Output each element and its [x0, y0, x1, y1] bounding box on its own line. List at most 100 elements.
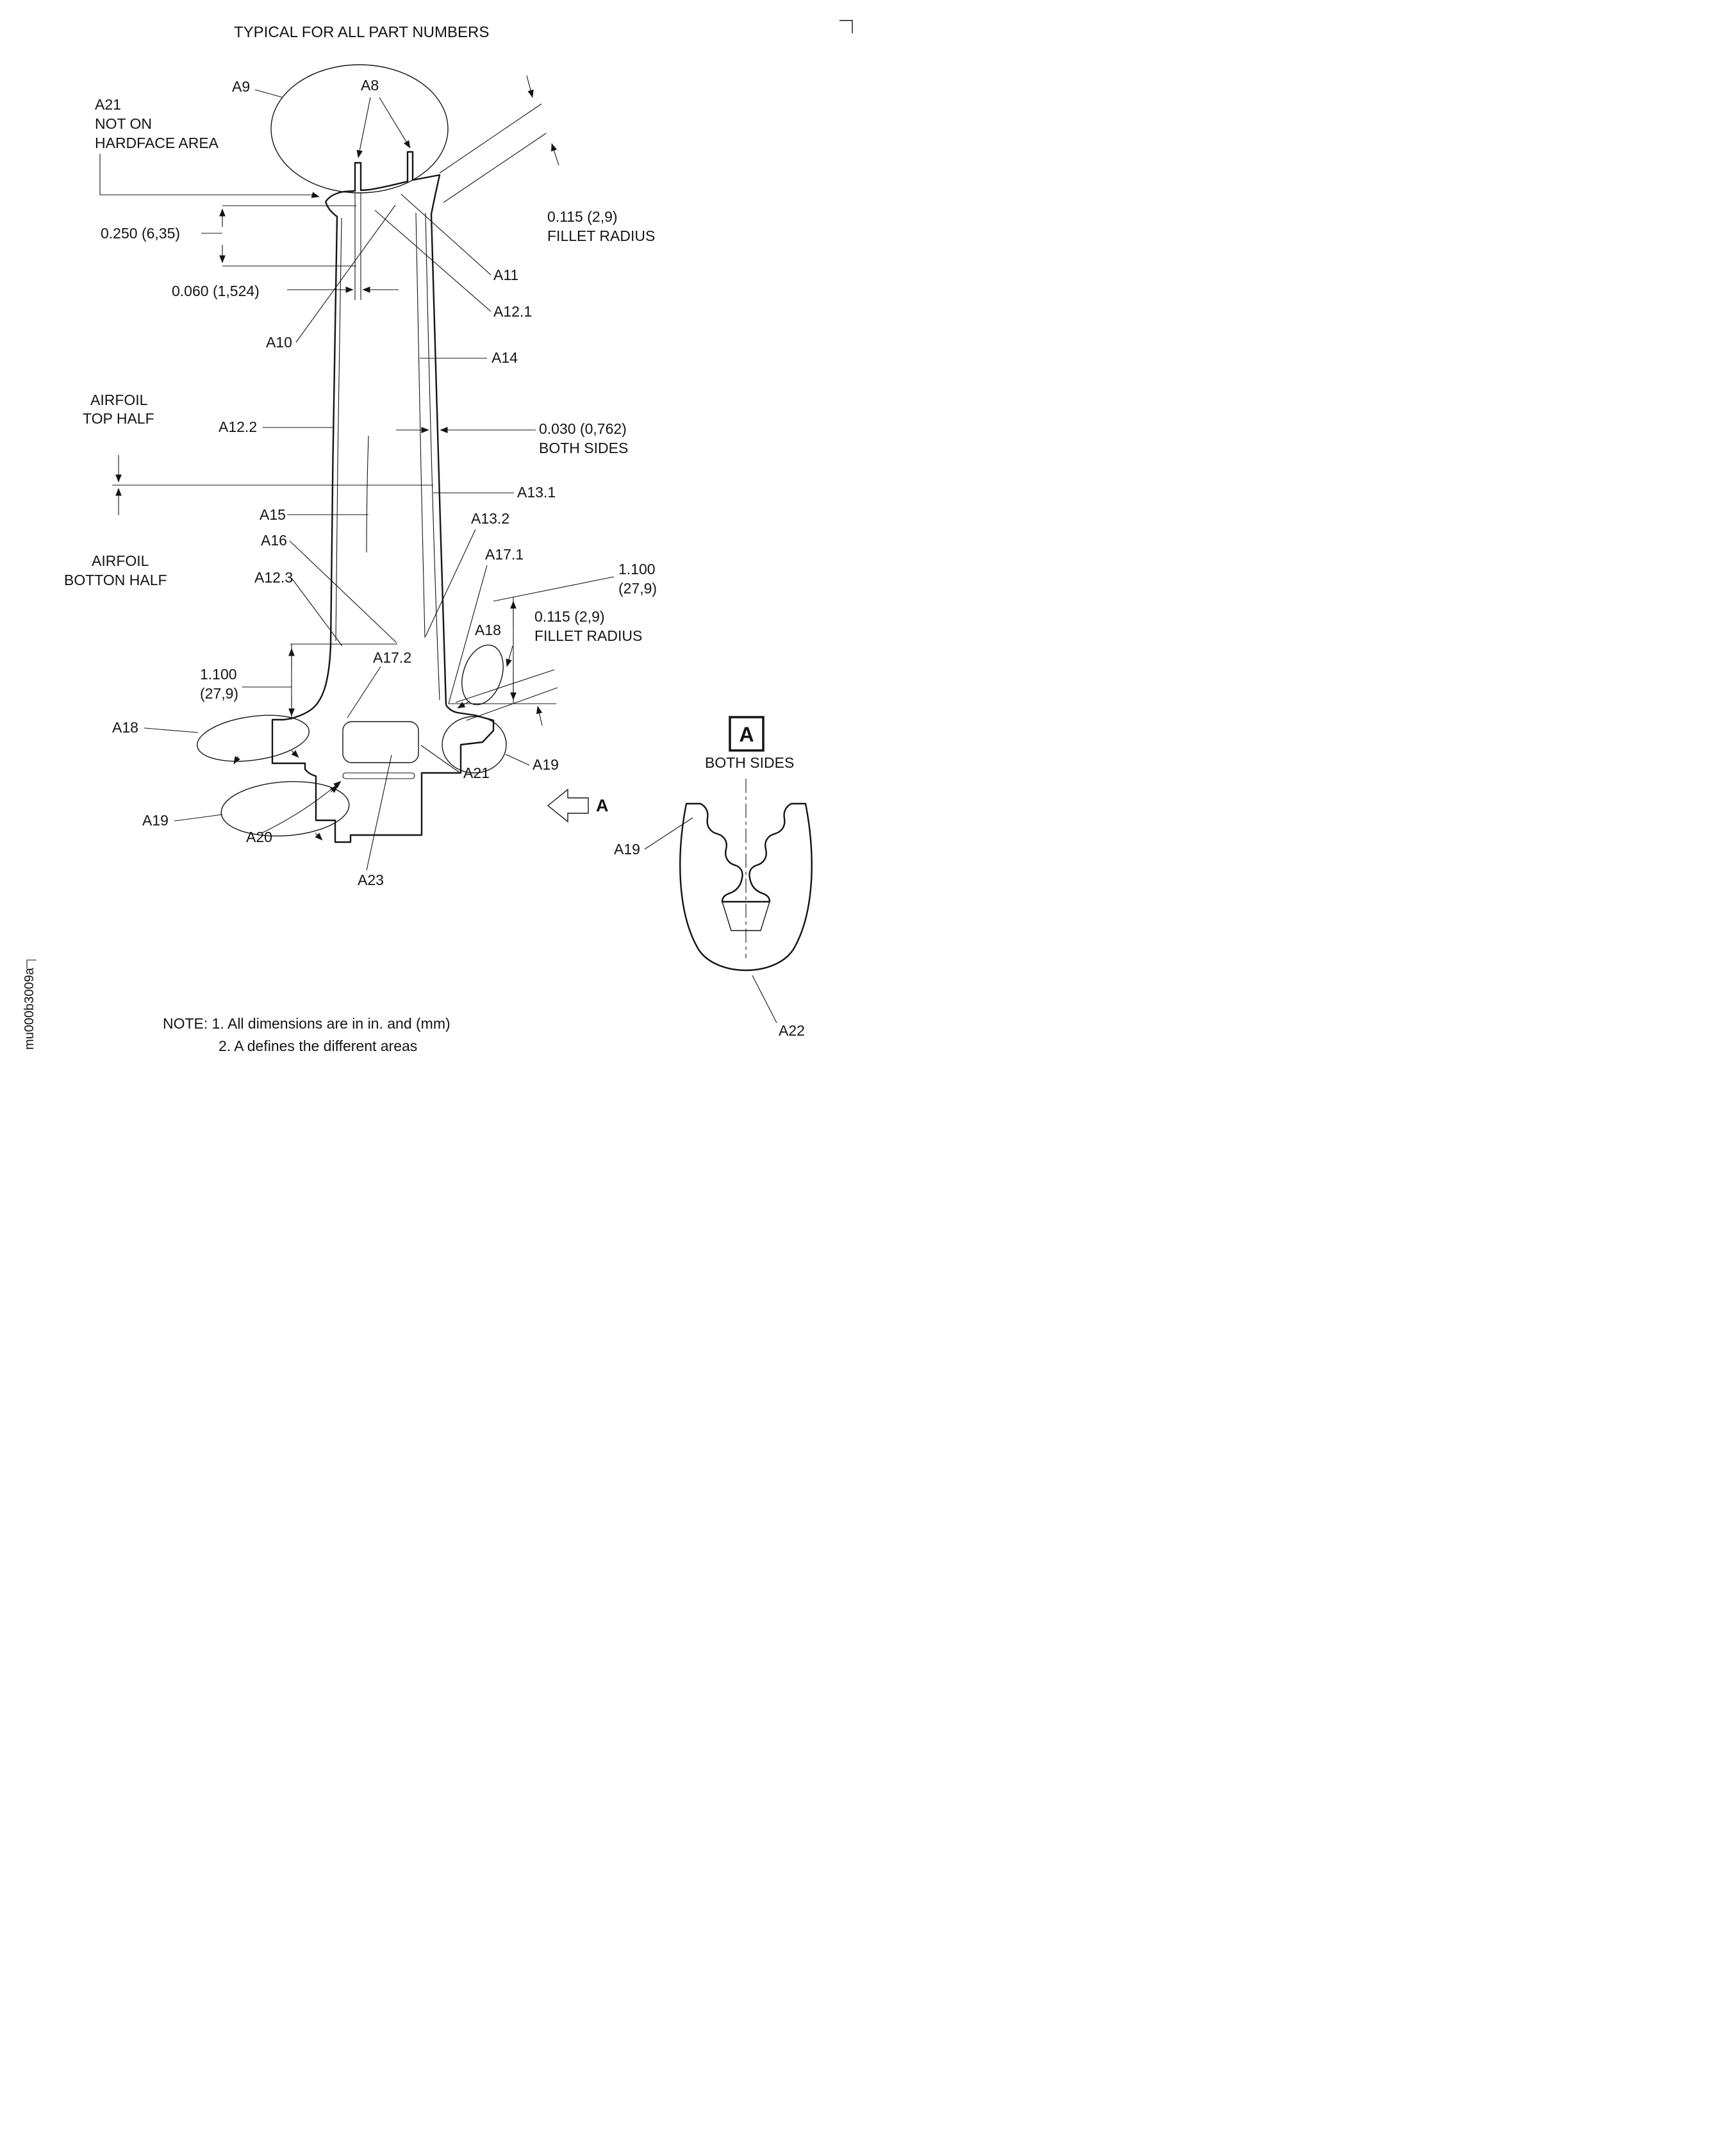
callout-a22-leader — [752, 975, 777, 1023]
callout-a19-detail: A19 — [614, 817, 693, 857]
section-arrow-shape — [547, 788, 589, 823]
dim-1100-left-in: 1.100 — [200, 666, 237, 683]
callout-a17-2-label: A17.2 — [373, 649, 411, 666]
dim-fillet-bottom: 0.115 (2,9) FILLET RADIUS — [455, 608, 642, 726]
tip-shroud-profile — [325, 151, 441, 215]
dim-wall-thickness: 0.030 (0,762) BOTH SIDES — [396, 420, 628, 456]
callout-a17-1-label: A17.1 — [485, 546, 524, 563]
section-arrow-label: A — [596, 796, 609, 815]
dim-0250-text: 0.250 (6,35) — [101, 225, 180, 242]
dim-fillet-bottom-value: 0.115 (2,9) — [534, 608, 605, 625]
callout-a18-left-label: A18 — [112, 719, 138, 736]
callout-a14-label: A14 — [492, 349, 518, 366]
callout-a8-label: A8 — [361, 77, 379, 94]
inner-wall-left — [335, 217, 342, 642]
airfoil-right-wall — [430, 213, 447, 706]
zone-airfoil-bottom-2: BOTTON HALF — [64, 572, 167, 588]
callout-a19-right-leader — [505, 754, 530, 766]
callout-a20: A20 — [246, 781, 342, 845]
note-line-2: 2. A defines the different areas — [219, 1038, 417, 1054]
notes-block: NOTE: 1. All dimensions are in in. and (… — [163, 1015, 451, 1054]
callout-a13-1: A13.1 — [433, 484, 556, 501]
callout-a17-2: A17.2 — [347, 649, 411, 718]
callout-a12-1: A12.1 — [374, 210, 532, 320]
callout-a13-1-label: A13.1 — [517, 484, 556, 501]
note-line-1: NOTE: 1. All dimensions are in in. and (… — [163, 1015, 451, 1032]
callout-a20-label: A20 — [246, 829, 272, 845]
callout-a14: A14 — [420, 349, 518, 366]
inner-wall-right-inner — [415, 212, 426, 638]
callout-a19-left-label: A19 — [142, 812, 169, 829]
dim-fillet-top-arrow1 — [526, 75, 534, 98]
airfoil-half-divider — [112, 455, 433, 515]
dim-1100-left-mm: (27,9) — [200, 685, 238, 702]
callout-a8-leader-left — [356, 97, 371, 158]
dim-fillet-bottom-arrow1 — [506, 645, 513, 667]
dim-fillet-bottom-ext2 — [466, 687, 558, 721]
callout-a19-left-balloon — [220, 781, 350, 837]
zone-airfoil-bottom-half: AIRFOIL BOTTON HALF — [64, 552, 167, 588]
callout-a12-1-label: A12.1 — [493, 303, 532, 320]
callout-a19-right: A19 — [442, 716, 559, 774]
dim-1100-right-mm: (27,9) — [618, 580, 657, 597]
doc-code-text: mu000b3009a — [22, 967, 37, 1050]
callout-a16-leader — [289, 540, 397, 643]
callout-a12-3-leader — [291, 577, 343, 647]
zone-airfoil-top-half: AIRFOIL TOP HALF — [83, 392, 154, 427]
callout-a22: A22 — [752, 975, 805, 1039]
callout-a18-right-balloon — [461, 644, 504, 706]
dim-fillet-top-ext2 — [443, 133, 547, 203]
dim-root-right: 1.100 (27,9) — [449, 561, 657, 704]
dim-fillet-top-label: FILLET RADIUS — [547, 228, 655, 244]
dim-fillet-top: 0.115 (2,9) FILLET RADIUS — [439, 75, 655, 244]
callout-a21-top: A21 NOT ON HARDFACE AREA — [95, 96, 320, 198]
detail-root-seat — [722, 901, 770, 931]
callout-a16: A16 — [261, 532, 397, 643]
callout-a19-right-balloon — [442, 716, 507, 774]
doc-code-block: mu000b3009a — [22, 959, 37, 1050]
callout-a8-leader-right — [379, 97, 411, 149]
dim-fillet-bottom-label: FILLET RADIUS — [534, 627, 642, 644]
callout-a18-left-arrow1 — [233, 756, 240, 765]
callout-a16-label: A16 — [261, 532, 287, 549]
dim-0030-value: 0.030 (0,762) — [539, 420, 627, 437]
callout-a18-right-label: A18 — [475, 622, 501, 638]
callout-a17-1: A17.1 — [448, 546, 524, 704]
detail-root-outline — [679, 802, 813, 972]
dim-seal-fin-thickness: 0.060 (1,524) — [172, 192, 399, 300]
callout-a18-right-arrow — [457, 700, 470, 709]
callout-a19-right-label: A19 — [533, 756, 559, 773]
root-platform-profile — [271, 645, 495, 843]
inner-wall-right-outer — [425, 212, 440, 700]
callout-a12-2-label: A12.2 — [219, 418, 257, 435]
callout-a21-top-note2: HARDFACE AREA — [95, 135, 219, 151]
dim-fillet-top-ext1 — [439, 103, 542, 174]
callout-a13-2-label: A13.2 — [471, 510, 509, 527]
callout-a15: A15 — [260, 506, 368, 523]
callout-a21-top-label: A21 — [95, 96, 121, 113]
callout-a21-top-note1: NOT ON — [95, 115, 152, 132]
callout-a12-1-leader — [374, 210, 492, 312]
callout-a23: A23 — [358, 754, 392, 888]
callout-a21-bottom-leader — [420, 745, 461, 774]
dim-fillet-top-value: 0.115 (2,9) — [547, 208, 618, 225]
drawing-title: TYPICAL FOR ALL PART NUMBERS — [234, 24, 489, 41]
callout-a10-leader — [295, 204, 396, 343]
callout-a17-1-leader — [448, 565, 488, 704]
callout-a23-leader — [366, 754, 392, 871]
section-marker-box — [729, 716, 765, 752]
dim-seal-fin-height: 0.250 (6,35) — [101, 205, 356, 267]
dim-fillet-bottom-arrow2 — [536, 706, 543, 726]
corner-mark — [839, 20, 853, 33]
callout-a22-label: A22 — [779, 1022, 805, 1039]
callout-a10-label: A10 — [266, 334, 292, 351]
callout-a12-3: A12.3 — [254, 569, 343, 647]
tip-balloon — [270, 64, 449, 194]
callout-a10: A10 — [266, 204, 396, 351]
callout-a21-bottom: A21 — [420, 745, 490, 781]
root-slot — [342, 772, 415, 779]
callout-a20-leader — [261, 781, 342, 834]
callout-a12-3-label: A12.3 — [254, 569, 293, 586]
callout-a8: A8 — [356, 77, 411, 158]
callout-a11-label: A11 — [493, 267, 518, 283]
